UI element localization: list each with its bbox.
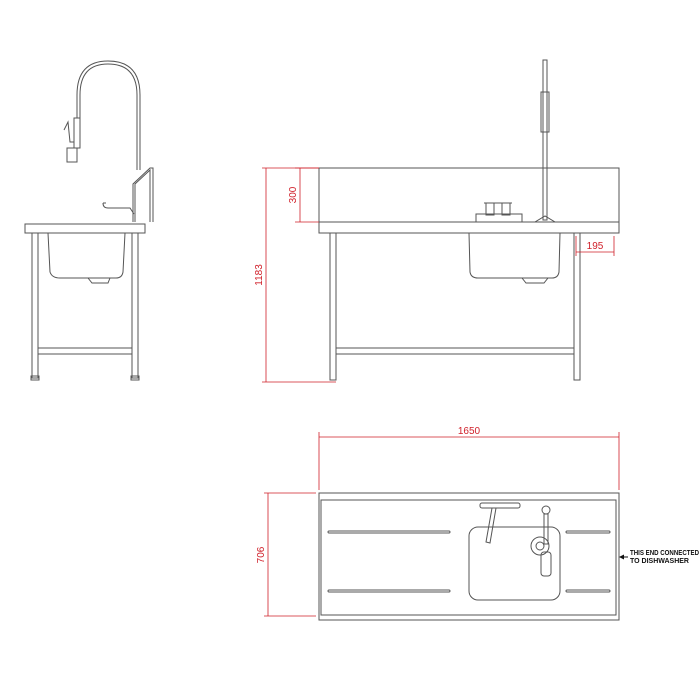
arrowhead-icon [619, 554, 624, 560]
dim-1650: 1650 [458, 426, 481, 437]
dim-1183: 1183 [254, 264, 265, 286]
plan-view [318, 492, 620, 621]
dishwasher-note: THIS END CONNECTED TO DISHWASHER [619, 550, 699, 565]
side-view [24, 60, 154, 381]
front-view [318, 59, 620, 381]
note-line-2: TO DISHWASHER [630, 558, 689, 565]
dimensions [262, 167, 620, 617]
dim-195: 195 [587, 241, 604, 252]
dim-300: 300 [288, 186, 299, 203]
dim-706: 706 [256, 546, 267, 563]
note-line-1: THIS END CONNECTED [630, 550, 699, 557]
